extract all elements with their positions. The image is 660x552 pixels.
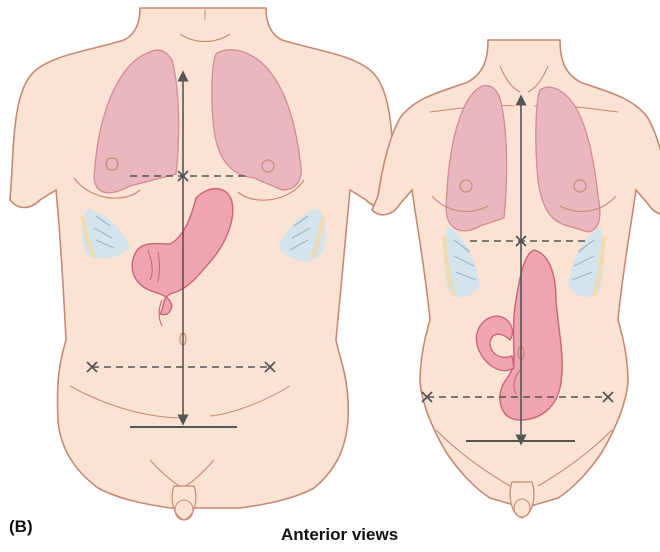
right-figure [372,40,660,518]
panel-label: (B) [9,517,33,537]
right-figure-genitals [510,482,534,518]
left-figure [10,8,396,520]
figure-caption: Anterior views [281,525,398,545]
right-torso-skin [372,40,660,508]
